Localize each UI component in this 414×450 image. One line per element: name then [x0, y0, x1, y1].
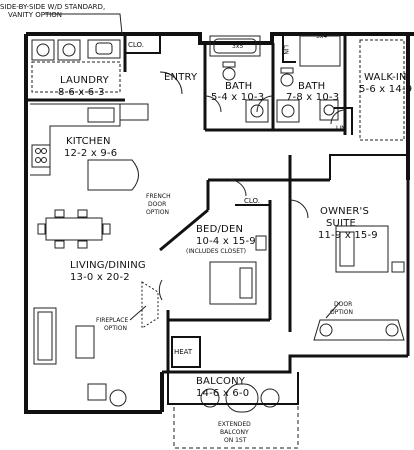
tub-label: 3x5: [232, 43, 243, 50]
bed-dims: 10-4 x 15-9: [196, 236, 256, 247]
dining-table: [37, 209, 111, 249]
leader-lines: [44, 13, 341, 321]
labels: SIDE-BY-SIDE W/D STANDARD, VANITY OPTION…: [0, 3, 412, 444]
walkin-dims: 5-6 x 14-9: [359, 84, 412, 95]
living-furniture: [33, 281, 159, 407]
laundry-fixtures: [31, 39, 121, 93]
owner-line1: OWNER'S: [320, 206, 369, 217]
french-line1: FRENCH: [146, 193, 171, 200]
bed-note: (INCLUDES CLOSET): [186, 248, 246, 255]
exterior-walls: [24, 32, 414, 414]
walkin-shelves: [359, 39, 405, 141]
ext-line3: ON 1ST: [224, 437, 247, 444]
kitchen-fixtures: [30, 103, 149, 191]
french-line3: OPTION: [146, 209, 169, 216]
laundry-dims: 8-6 x 6-3: [58, 87, 105, 98]
interior-walls: [26, 34, 408, 372]
bath2-label: BATH: [298, 81, 325, 92]
note-line2: VANITY OPTION: [8, 11, 62, 19]
bath1-fixtures: [209, 35, 269, 123]
kitchen-label: KITCHEN: [66, 136, 111, 147]
living-dims: 13-0 x 20-2: [70, 272, 130, 283]
ext-line2: BALCONY: [220, 429, 249, 436]
living-label: LIVING/DINING: [70, 260, 146, 271]
note-line1: SIDE-BY-SIDE W/D STANDARD,: [0, 3, 105, 11]
ext-line1: EXTENDED: [218, 421, 251, 428]
bath1-label: BATH: [225, 81, 252, 92]
shower-label: 3x4: [316, 33, 327, 40]
laundry-label: LAUNDRY: [60, 75, 110, 86]
bath2-fixtures: [276, 35, 341, 123]
balcony-label: BALCONY: [196, 376, 246, 387]
door-line2: OPTION: [330, 309, 353, 316]
entry-label: ENTRY: [164, 72, 198, 83]
owner-line2: SUITE: [326, 218, 356, 229]
clo-entry-label: CLO.: [128, 41, 144, 49]
kitchen-dims: 12-2 x 9-6: [64, 148, 117, 159]
door-swings: [158, 71, 346, 301]
lin1-label: LIN: [282, 45, 289, 55]
lin2-label: LIN: [336, 125, 346, 132]
door-line1: DOOR: [334, 301, 352, 308]
balcony-furniture: [200, 383, 280, 413]
fireplace-line2: OPTION: [104, 325, 127, 332]
bath1-dims: 5-4 x 10-3: [211, 92, 264, 103]
balcony-dims: 14-6 x 6-0: [196, 388, 249, 399]
walkin-label: WALK-IN: [364, 72, 407, 83]
owner-suite-furniture: [313, 225, 405, 341]
bed-den-furniture: [209, 235, 267, 305]
french-line2: DOOR: [148, 201, 166, 208]
owner-dims: 11-9 x 15-9: [318, 230, 378, 241]
bath2-dims: 7-8 x 10-3: [286, 92, 339, 103]
clo-bed-label: CLO.: [244, 197, 260, 205]
bed-label: BED/DEN: [196, 224, 243, 235]
fireplace-line1: FIREPLACE: [96, 317, 128, 324]
heat-label: HEAT: [174, 348, 193, 356]
